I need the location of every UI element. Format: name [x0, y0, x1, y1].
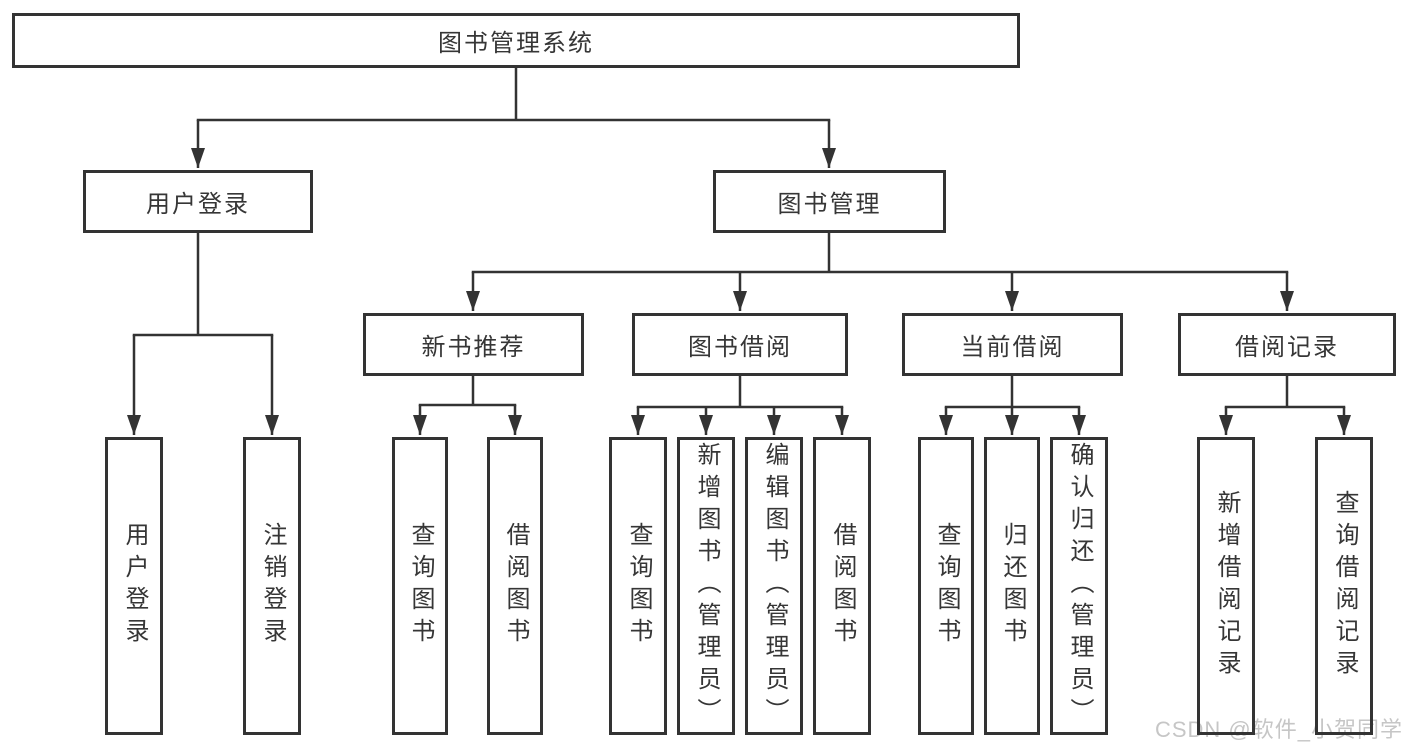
node-user-login: 用户登录: [83, 170, 313, 233]
node-library-management-system: 图书管理系统: [12, 13, 1020, 68]
node-label: 借阅图书: [829, 522, 856, 650]
node-label: 编辑图书（管理员）: [761, 442, 788, 730]
node-label: 图书管理系统: [438, 30, 594, 57]
node-label: 查询图书: [933, 522, 960, 650]
node-label: 查询图书: [407, 522, 434, 650]
connector-arrows: [127, 120, 1351, 435]
node-current-borrowing: 当前借阅: [902, 313, 1123, 376]
leaf-borrow-books-recommend: 借阅图书: [487, 437, 543, 735]
leaf-borrow-books-borrowing: 借阅图书: [813, 437, 871, 735]
leaf-logout-login: 注销登录: [243, 437, 301, 735]
leaf-add-books-admin: 新增图书（管理员）: [677, 437, 735, 735]
node-label: 借阅图书: [502, 522, 529, 650]
leaf-return-books: 归还图书: [984, 437, 1040, 735]
watermark: CSDN @软件_小贺同学: [1154, 717, 1403, 742]
connector-trunk-lines: [132, 66, 1346, 409]
node-label: 图书管理: [777, 191, 882, 218]
node-label: 用户登录: [121, 522, 148, 650]
leaf-confirm-return-admin: 确认归还（管理员）: [1050, 437, 1108, 735]
node-borrowing-records: 借阅记录: [1178, 313, 1396, 376]
node-label: 新书推荐: [421, 334, 526, 361]
node-label: 图书借阅: [688, 334, 792, 361]
node-label: 借阅记录: [1235, 334, 1339, 361]
node-label: 当前借阅: [960, 334, 1065, 361]
node-label: 新增借阅记录: [1213, 490, 1240, 682]
node-label: 注销登录: [259, 522, 286, 650]
leaf-query-books-borrowing: 查询图书: [609, 437, 667, 735]
node-label: 查询图书: [625, 522, 652, 650]
node-label: 归还图书: [999, 522, 1026, 650]
node-new-book-recommendation: 新书推荐: [363, 313, 584, 376]
leaf-add-borrow-record: 新增借阅记录: [1197, 437, 1255, 735]
node-label: 用户登录: [146, 191, 250, 218]
node-book-management: 图书管理: [713, 170, 946, 233]
leaf-user-login: 用户登录: [105, 437, 163, 735]
leaf-query-books-recommend: 查询图书: [392, 437, 448, 735]
node-label: 确认归还（管理员）: [1066, 442, 1093, 730]
node-book-borrowing: 图书借阅: [632, 313, 848, 376]
node-label: 新增图书（管理员）: [693, 442, 720, 730]
leaf-edit-books-admin: 编辑图书（管理员）: [745, 437, 803, 735]
node-label: 查询借阅记录: [1331, 490, 1358, 682]
leaf-query-books-current: 查询图书: [918, 437, 974, 735]
leaf-query-borrow-record: 查询借阅记录: [1315, 437, 1373, 735]
